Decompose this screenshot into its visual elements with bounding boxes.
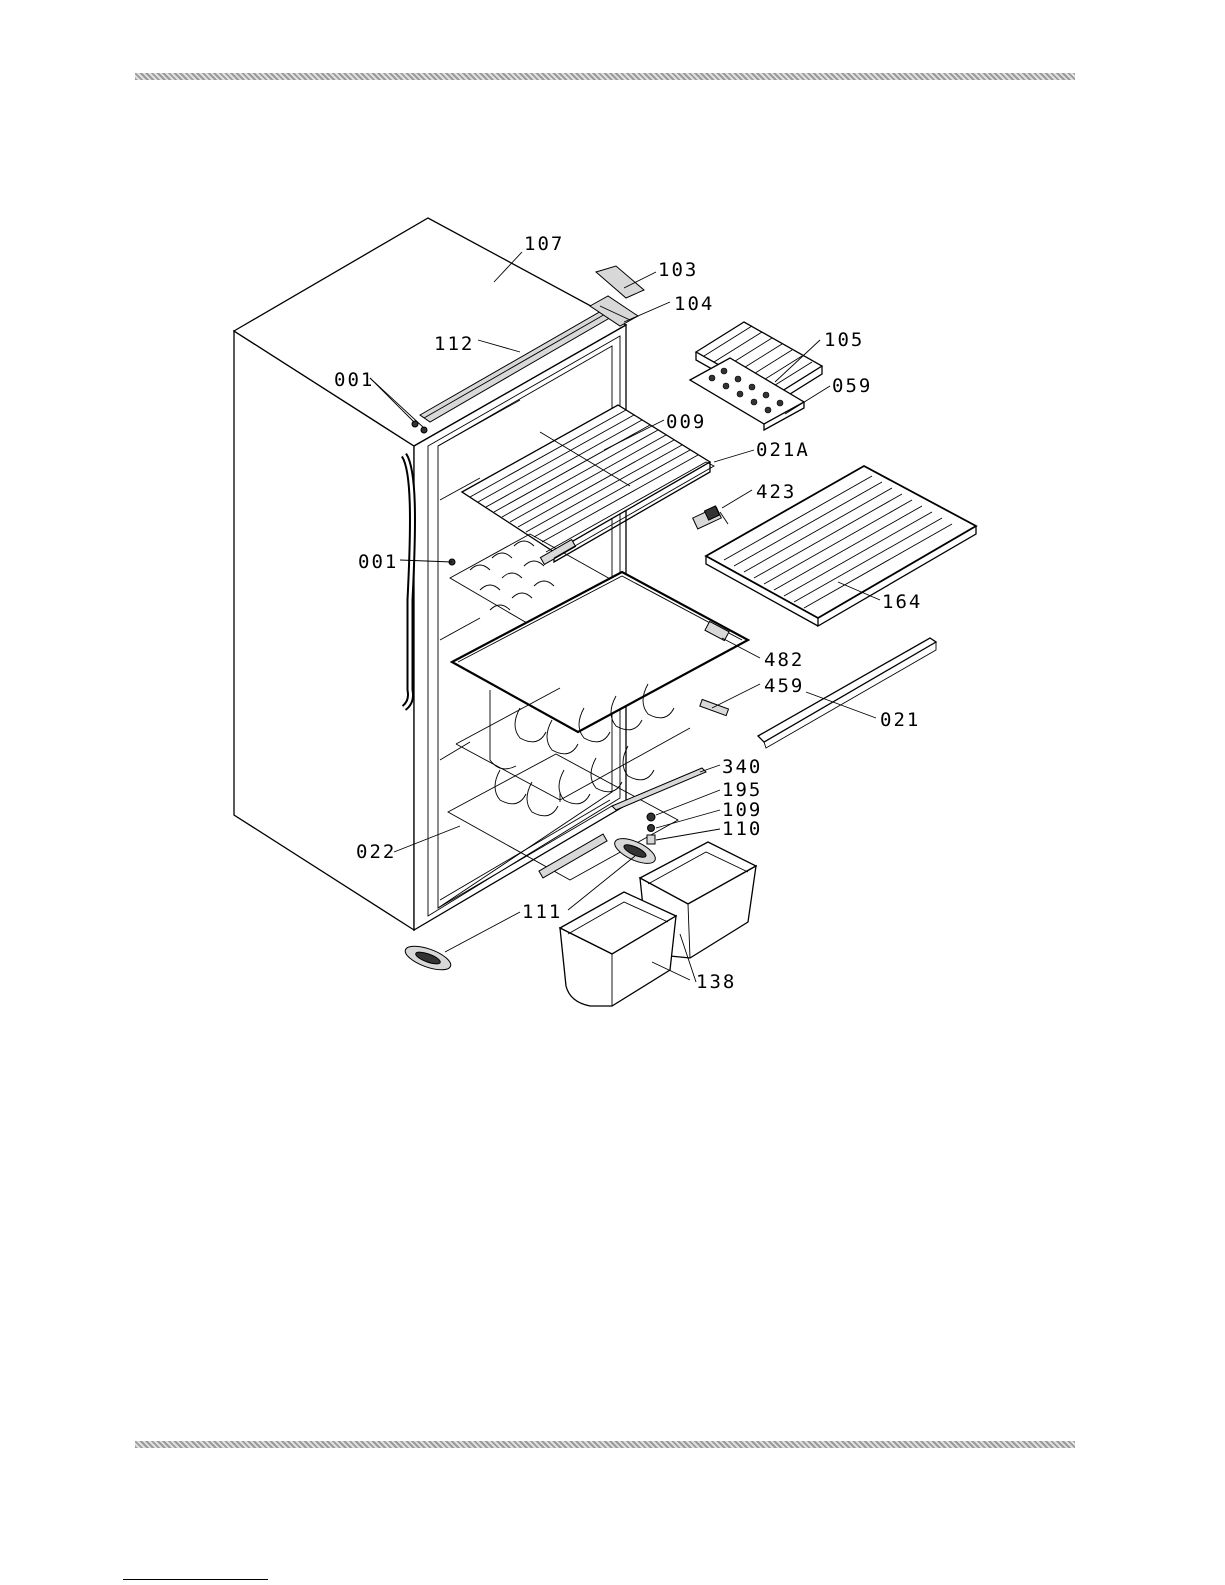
label-105: 105 — [824, 329, 864, 351]
label-111: 111 — [522, 901, 562, 923]
label-001-top: 001 — [334, 369, 374, 391]
label-009: 009 — [666, 411, 706, 433]
label-423: 423 — [756, 481, 796, 503]
freezer-shelf — [706, 466, 976, 626]
label-059: 059 — [832, 375, 872, 397]
small-fasteners — [647, 813, 655, 844]
label-001-mid: 001 — [358, 551, 398, 573]
label-164: 164 — [882, 591, 922, 613]
label-021: 021 — [880, 709, 920, 731]
label-022: 022 — [356, 841, 396, 863]
label-103: 103 — [658, 259, 698, 281]
thermostat-control — [693, 506, 728, 529]
label-112: 112 — [434, 333, 474, 355]
label-107: 107 — [524, 233, 564, 255]
refrigerator-cabinet — [234, 218, 638, 930]
label-138: 138 — [696, 971, 736, 993]
adjustable-foot-rear — [402, 941, 453, 974]
label-104: 104 — [674, 293, 714, 315]
label-110: 110 — [722, 818, 762, 840]
label-340: 340 — [722, 756, 762, 778]
crisper-drawer-left — [560, 892, 676, 1006]
label-482: 482 — [764, 649, 804, 671]
label-459: 459 — [764, 675, 804, 697]
label-021A: 021A — [756, 439, 810, 461]
label-195: 195 — [722, 779, 762, 801]
